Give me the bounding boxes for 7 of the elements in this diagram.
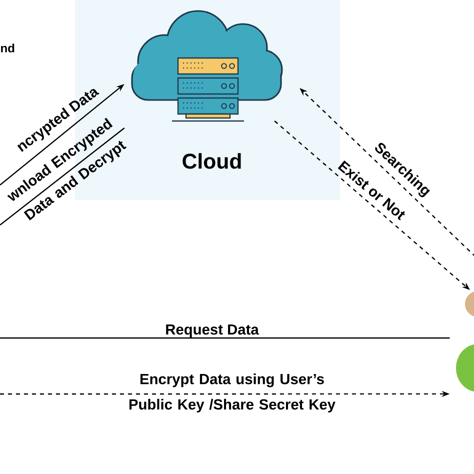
connector-line <box>0 337 450 339</box>
edge-label: Request Data <box>166 324 259 338</box>
connector-line <box>0 128 125 226</box>
edge-label: Encrypt Data using User’s Public Key /Share Secret Key <box>129 374 336 412</box>
person-drawing <box>456 291 474 392</box>
label-text: nd <box>1 44 14 52</box>
cloud-label: Cloud <box>182 153 241 169</box>
